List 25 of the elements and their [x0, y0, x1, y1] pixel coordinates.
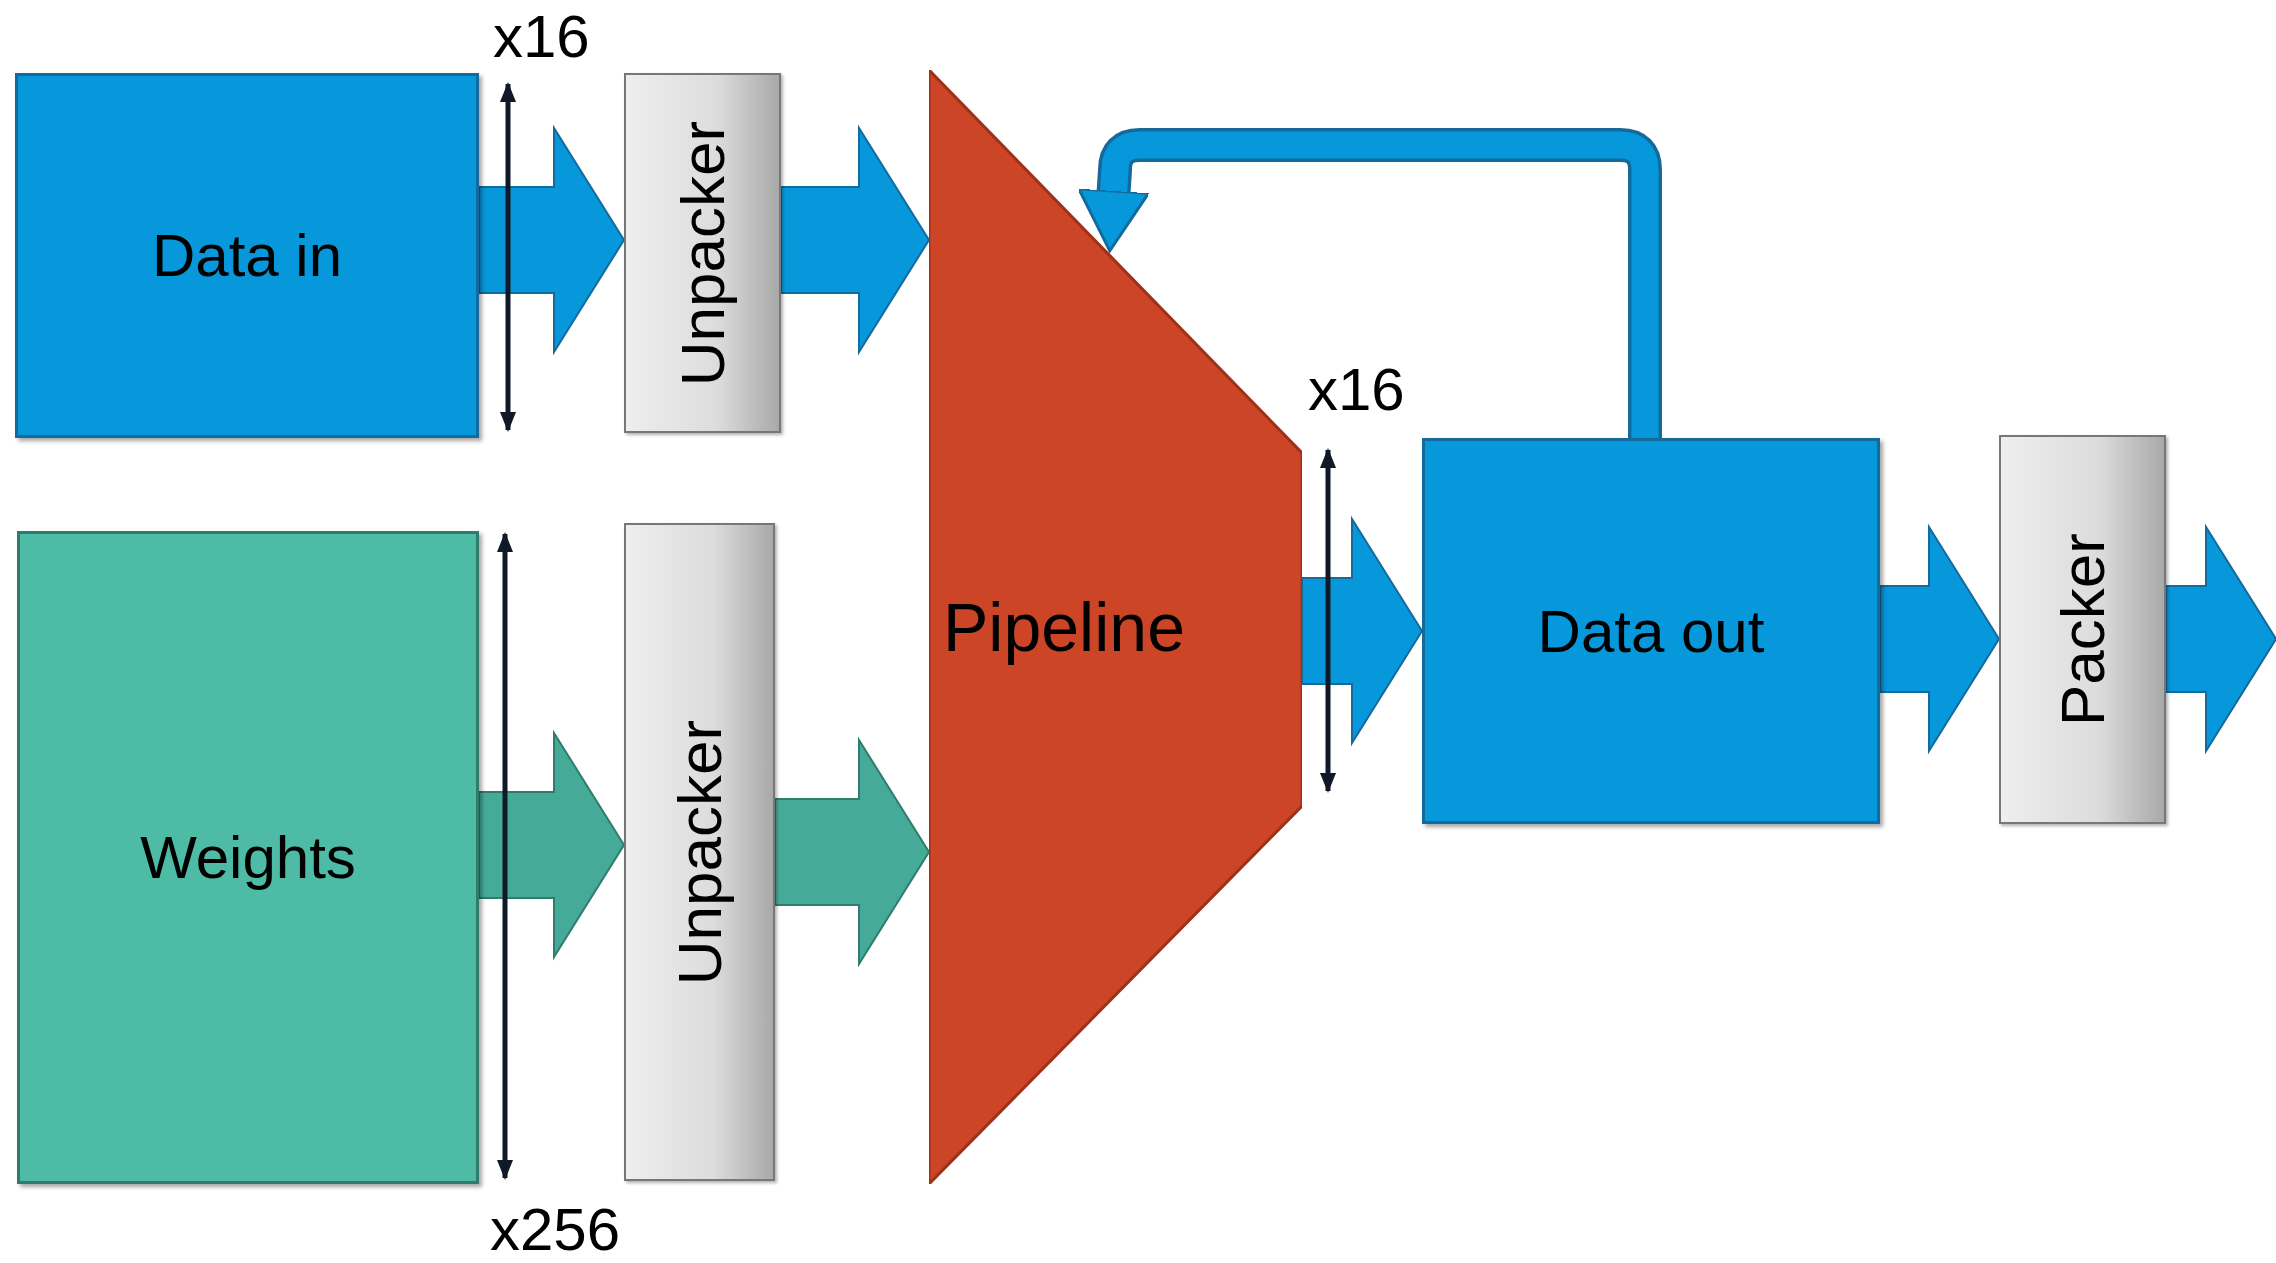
pipeline-trapezoid — [929, 70, 1302, 1184]
weights-box — [17, 531, 479, 1184]
node-label: Unpacker — [664, 719, 735, 985]
multiplier-label: x16 — [1308, 355, 1405, 424]
block-arrow — [478, 124, 626, 356]
node-label: Weights — [140, 823, 356, 892]
data-box — [15, 73, 479, 438]
block-arrow — [2165, 523, 2276, 755]
block-arrow — [780, 124, 931, 356]
unit-box — [1999, 435, 2166, 824]
block-arrow — [774, 736, 931, 968]
multiplier-label: x256 — [490, 1195, 621, 1263]
data-box — [1422, 438, 1880, 824]
multiplier-label: x16 — [493, 2, 590, 71]
unit-box — [624, 523, 775, 1181]
block-arrow — [478, 729, 626, 961]
node-label: Data in — [151, 221, 343, 290]
node-label: Pipeline — [943, 588, 1185, 666]
unit-box — [624, 73, 781, 433]
feedback-arrow — [1077, 128, 1662, 438]
block-arrow — [1301, 515, 1424, 747]
node-label: Unpacker — [667, 120, 738, 386]
node-label: Data out — [1537, 596, 1765, 666]
block-arrow — [1879, 523, 2001, 755]
node-label: Packer — [2047, 533, 2118, 726]
